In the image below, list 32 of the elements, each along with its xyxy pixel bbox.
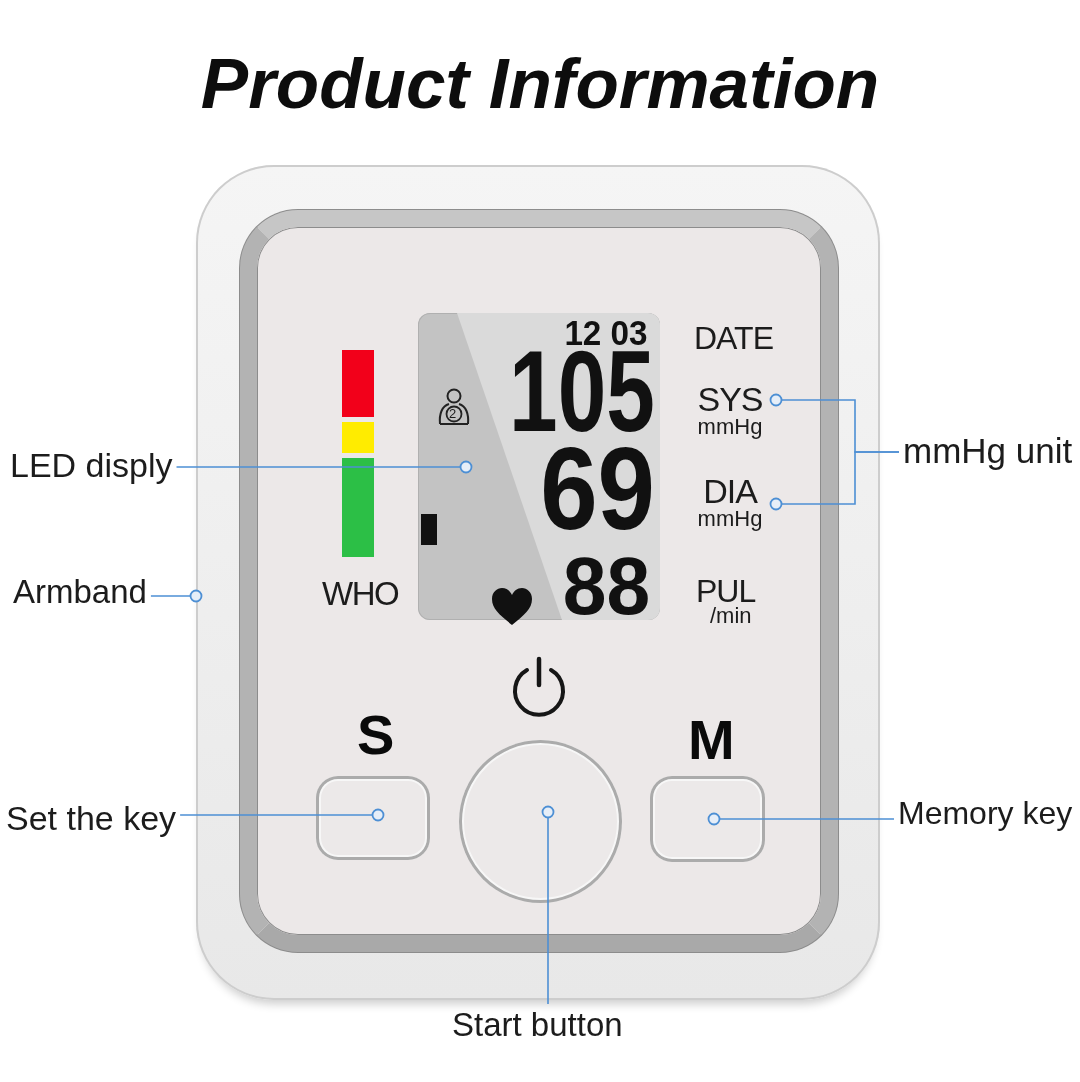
unit-label: mmHg xyxy=(697,416,763,438)
leader-line xyxy=(150,589,203,603)
leader-line xyxy=(175,460,473,474)
diastolic-readout: 69 xyxy=(540,447,655,532)
callout-label: Armband xyxy=(13,575,147,608)
indicator-label: PUL xyxy=(696,575,756,607)
indicator-label: DATE xyxy=(694,322,773,354)
callout-label: LED disply xyxy=(10,448,173,482)
user-number: 2 xyxy=(449,407,457,420)
key-letter: M xyxy=(688,712,735,768)
lcd-screen xyxy=(418,313,660,620)
reading-label: DIA xyxy=(703,474,757,508)
page-title: Product Information xyxy=(200,48,880,119)
date-readout: 12 03 xyxy=(564,320,648,346)
leader-line xyxy=(541,805,555,1005)
callout-label: mmHg unit xyxy=(903,433,1073,468)
callout-label: Set the key xyxy=(6,801,177,835)
key-button xyxy=(650,776,765,862)
unit-label: /min xyxy=(710,605,752,627)
leader-line xyxy=(179,808,385,822)
unit-label: mmHg xyxy=(697,508,763,530)
callout-label: Start button xyxy=(452,1008,623,1041)
systolic-readout: 105 xyxy=(509,350,655,434)
leader-line xyxy=(707,812,895,826)
reading-label: SYS xyxy=(697,382,763,416)
scale-label: WHO xyxy=(322,577,399,610)
leader-line xyxy=(769,451,900,511)
monitor-body xyxy=(196,165,880,1000)
key-letter: S xyxy=(357,707,395,763)
callout-label: Memory key xyxy=(898,797,1073,829)
pulse-readout: 88 xyxy=(562,557,650,617)
key-button xyxy=(316,776,430,860)
